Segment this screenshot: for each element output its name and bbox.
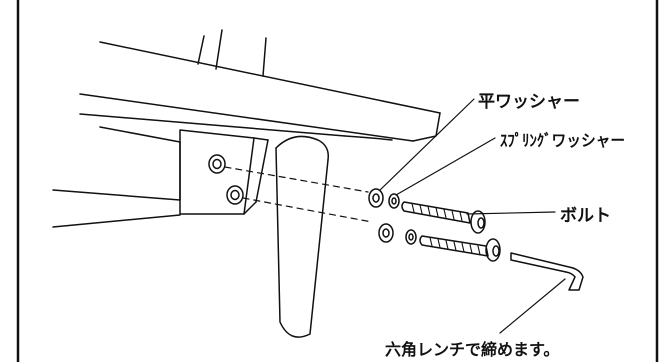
bolt-upper [401,201,486,234]
bolt-lower [419,235,501,262]
leader-lines [379,98,566,334]
corner-bracket [179,129,269,215]
hex-wrench-instruction-label: 六角レンチで締めます。 [385,340,560,359]
spring-washers [388,193,417,245]
bracket-bolt-holes [208,154,244,205]
chair-leg [275,135,330,338]
frame-border [16,0,659,362]
spring-washer-label: ｽﾌﾟﾘﾝｸﾞワッシャー [500,131,626,150]
chair-seat [79,41,441,142]
hex-wrench [510,252,584,291]
alignment-dashed-lines [224,166,373,223]
chair-back-legs [197,29,267,77]
seat-frame [52,126,181,228]
flat-washers [368,188,394,243]
bolt-label: ボルト [560,206,611,226]
flat-washer-label: 平ワッシャー [478,92,580,112]
